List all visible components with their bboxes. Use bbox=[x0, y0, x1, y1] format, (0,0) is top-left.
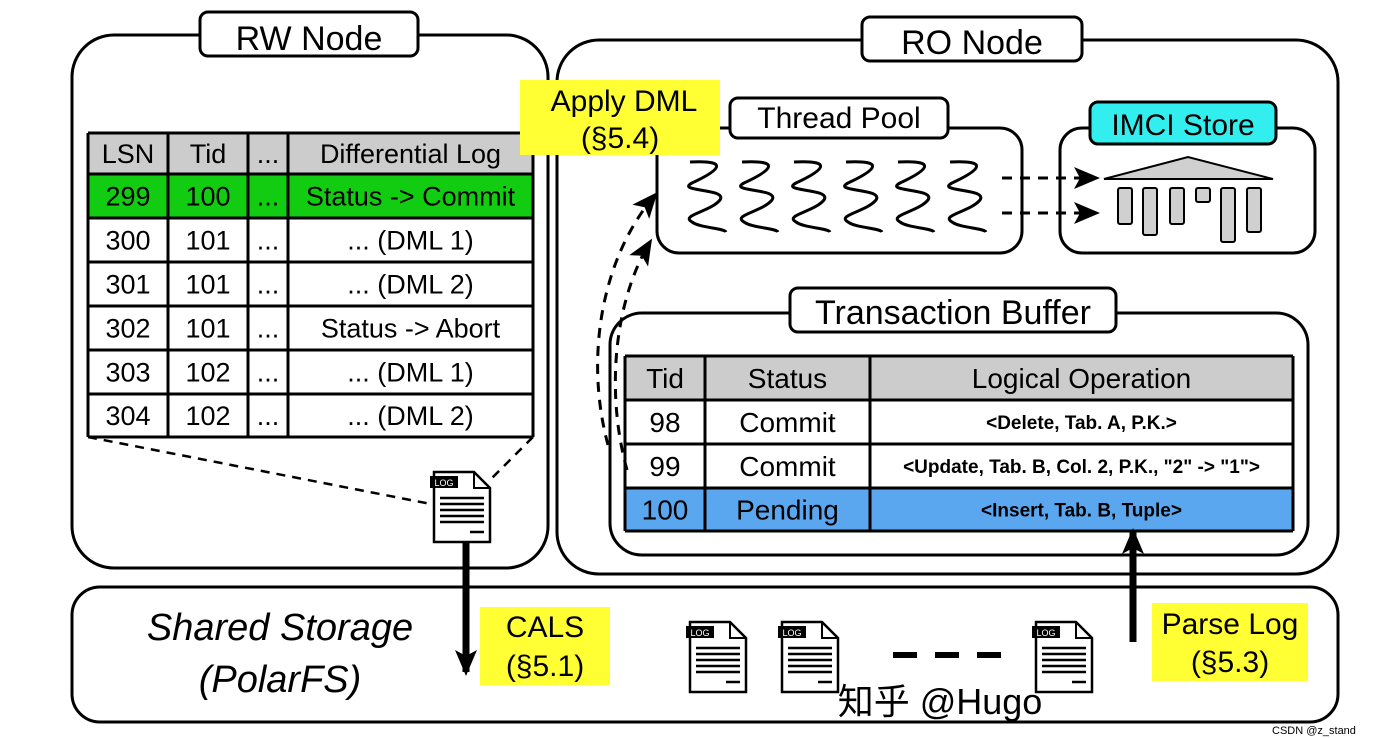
table-row bbox=[88, 218, 533, 262]
table-cell: ... bbox=[257, 401, 280, 431]
table-cell: ... (DML 1) bbox=[347, 226, 474, 256]
table-cell: 302 bbox=[105, 314, 150, 344]
shared-storage-subtitle: (PolarFS) bbox=[199, 659, 362, 701]
table-cell: 304 bbox=[105, 401, 150, 431]
table-cell: 101 bbox=[185, 226, 230, 256]
table-cell: Commit bbox=[739, 407, 836, 438]
table-cell: ... (DML 2) bbox=[347, 270, 474, 300]
watermark: 知乎 @Hugo bbox=[838, 681, 1043, 722]
column-index-icon bbox=[1103, 155, 1274, 243]
table-row bbox=[88, 262, 533, 306]
table-cell: ... bbox=[257, 270, 280, 300]
table-cell: 101 bbox=[185, 314, 230, 344]
column-header: Differential Log bbox=[320, 139, 501, 169]
table-row bbox=[88, 174, 533, 218]
ro-node-title: RO Node bbox=[901, 24, 1043, 62]
table-cell: 101 bbox=[185, 270, 230, 300]
apply-dml-section: (§5.4) bbox=[581, 122, 659, 155]
table-row bbox=[88, 350, 533, 394]
table-cell: ... (DML 1) bbox=[347, 358, 474, 388]
table-cell: ... bbox=[257, 358, 280, 388]
table-header-row bbox=[88, 133, 533, 174]
table-cell: 100 bbox=[185, 182, 230, 212]
thread-icon bbox=[895, 160, 936, 234]
thread-icon bbox=[843, 160, 884, 234]
shared-storage-title: Shared Storage bbox=[147, 607, 413, 649]
table-row bbox=[88, 306, 533, 350]
table-cell: Status -> Abort bbox=[321, 314, 501, 344]
table-cell: ... bbox=[257, 182, 280, 212]
log-icon-label: LOG bbox=[434, 478, 453, 488]
thread-icon bbox=[791, 160, 832, 234]
column-header: LSN bbox=[102, 139, 155, 169]
transaction-buffer-title: Transaction Buffer bbox=[815, 294, 1091, 332]
cals-label: CALS bbox=[506, 611, 584, 644]
table-cell: 102 bbox=[185, 401, 230, 431]
table-cell: 99 bbox=[649, 451, 680, 482]
thread-icon bbox=[739, 160, 780, 234]
table-cell: ... (DML 2) bbox=[347, 401, 474, 431]
thread-icon bbox=[947, 160, 988, 234]
table-cell: 303 bbox=[105, 358, 150, 388]
column-header: Tid bbox=[646, 363, 684, 394]
table-cell: <Insert, Tab. B, Tuple> bbox=[981, 500, 1182, 521]
table-cell: Status -> Commit bbox=[306, 182, 516, 212]
table-cell: ... bbox=[257, 314, 280, 344]
imci-store-box bbox=[1058, 126, 1317, 255]
watermark: CSDN @z_stand bbox=[1272, 725, 1356, 737]
table-header-row bbox=[625, 356, 1293, 400]
table-cell: 301 bbox=[105, 270, 150, 300]
thread-pool-title: Thread Pool bbox=[757, 102, 920, 135]
table-cell: <Update, Tab. B, Col. 2, P.K., "2" -> "1… bbox=[903, 457, 1260, 478]
table-cell: 299 bbox=[105, 182, 150, 212]
log-icon-label: LOG bbox=[1036, 628, 1055, 638]
parse-log-label: Parse Log bbox=[1162, 608, 1299, 641]
parse-log-section: (§5.3) bbox=[1191, 646, 1269, 679]
table-cell: <Delete, Tab. A, P.K.> bbox=[986, 413, 1177, 434]
log-icon-label: LOG bbox=[690, 628, 709, 638]
table-row bbox=[625, 444, 1293, 488]
table-cell: 102 bbox=[185, 358, 230, 388]
table-row bbox=[88, 394, 533, 437]
table-cell: ... bbox=[257, 226, 280, 256]
column-header: Logical Operation bbox=[972, 363, 1191, 394]
table-row bbox=[625, 488, 1293, 531]
rw-node-title: RW Node bbox=[236, 20, 383, 58]
differential-log-table: LSN Tid... Differential Log 299 100... Status… bbox=[86, 131, 535, 439]
thread-icon bbox=[687, 160, 728, 234]
table-cell: 300 bbox=[105, 226, 150, 256]
table-cell: Pending bbox=[736, 495, 839, 526]
column-header: Tid bbox=[190, 139, 227, 169]
table-row bbox=[625, 400, 1293, 444]
thread-squiggles bbox=[687, 160, 988, 234]
cals-section: (§5.1) bbox=[506, 650, 584, 683]
column-header: ... bbox=[257, 139, 280, 169]
table-cell: Commit bbox=[739, 451, 836, 482]
log-icon-label: LOG bbox=[782, 628, 801, 638]
table-cell: 100 bbox=[642, 495, 689, 526]
apply-dml-label: Apply DML bbox=[551, 85, 698, 118]
table-cell: 98 bbox=[649, 407, 680, 438]
imci-store-title: IMCI Store bbox=[1111, 109, 1254, 142]
apply-dml-arrow bbox=[596, 191, 658, 446]
column-header: Status bbox=[748, 363, 827, 394]
